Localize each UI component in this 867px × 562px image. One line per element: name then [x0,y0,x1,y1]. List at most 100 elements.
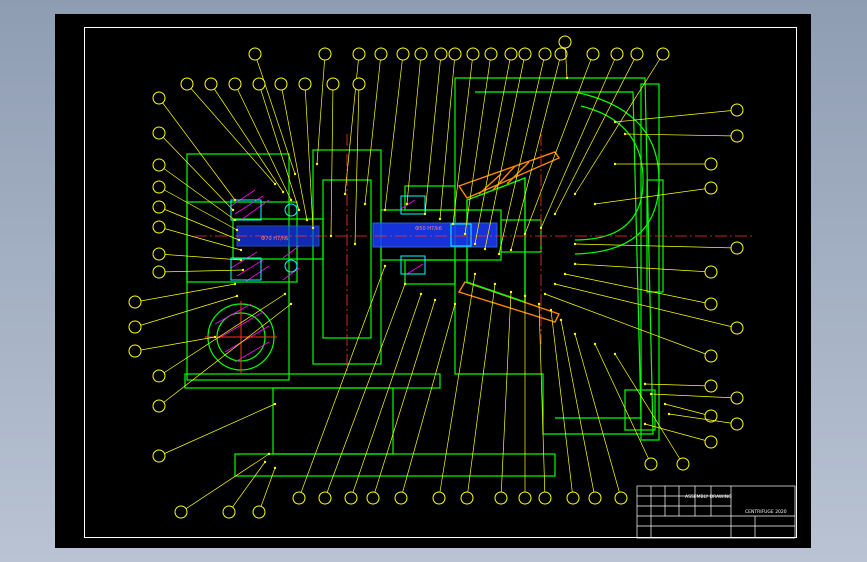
part-balloon [614,491,628,505]
leader-line [350,293,422,499]
part-balloon [554,47,568,61]
leader-line [500,291,512,499]
leader-line [344,53,360,195]
leader-line [158,303,292,407]
part-balloon [504,47,518,61]
leader-line [180,453,270,513]
leader-line [424,53,442,215]
leader-dot [643,422,647,426]
part-balloon [180,77,194,91]
part-balloon [704,181,718,195]
leader-dot [273,182,277,186]
part-balloon [228,77,242,91]
leader-dot [523,294,527,298]
leader-line [524,53,594,235]
part-balloon [730,321,744,335]
leader-line [560,319,596,499]
leader-dot [543,292,547,296]
part-balloon [298,77,312,91]
leader-line [668,413,738,425]
leader-line [564,273,712,305]
leader-dot [613,120,617,124]
leader-dot [649,392,653,396]
leader-dot [509,290,513,294]
leader-dot [523,232,527,236]
leader-dot [553,282,557,286]
part-balloon [174,505,188,519]
leader-line [372,299,436,499]
leader-dot [233,218,237,222]
part-balloon [152,449,166,463]
leader-line [158,206,240,241]
leader-dot [497,252,501,256]
leader-line [158,253,242,261]
leader-dot [273,402,277,406]
leader-dot [403,282,407,286]
leader-dot [573,242,577,246]
leader-dot [463,232,467,236]
leader-dot [559,318,563,322]
leader-dot [383,264,387,268]
leader-line [158,226,242,251]
part-balloon [704,379,718,393]
part-balloon [704,349,718,363]
part-balloon [292,491,306,505]
leader-line [554,283,738,329]
leader-dot [297,208,301,212]
leader-line [664,403,712,417]
drawing-viewport[interactable]: Ф70 H7/h6 Ф50 H7/k6 ASSEMBLY DRAWING CEN… [55,14,811,548]
centerlines [195,134,755,374]
leader-dot [329,234,333,238]
part-balloon [152,220,166,234]
part-balloon [704,435,718,449]
leader-dot [235,294,239,298]
leader-line [158,186,238,231]
part-balloon [414,47,428,61]
leader-line [228,461,266,513]
part-balloon [730,103,744,117]
part-balloon [352,77,366,91]
leader-dot [553,212,557,216]
leader-line [550,309,574,499]
part-balloon [558,35,572,49]
leader-line [316,53,326,165]
part-balloon [704,297,718,311]
leader-line [624,133,738,137]
part-balloon [586,47,600,61]
leader-dot [241,268,245,272]
leader-dot [213,335,217,339]
leader-line [324,283,406,499]
part-balloon [366,491,380,505]
leader-dot [239,248,243,252]
leader-dot [493,282,497,286]
cad-drawing[interactable]: Ф70 H7/h6 Ф50 H7/k6 ASSEMBLY DRAWING CEN… [55,14,811,548]
part-balloon [730,391,744,405]
leader-line [574,243,738,249]
part-balloon [394,491,408,505]
title-block [636,485,796,539]
leader-dot [473,272,477,276]
leader-dot [305,218,309,222]
leader-dot [363,202,367,206]
part-balloon [432,491,446,505]
leader-line [650,393,738,399]
leader-line [384,53,404,211]
leader-dot [573,262,577,266]
leader-line [644,423,712,443]
part-balloon [644,457,658,471]
leader-line [234,83,292,201]
leader-line [258,83,300,211]
part-balloon [484,47,498,61]
leader-dot [283,292,287,296]
leader-line [258,467,276,513]
leader-dot [613,352,617,356]
leader-line [484,53,526,250]
shaft-section [236,222,498,248]
leader-dot [423,212,427,216]
part-balloon [588,491,602,505]
leader-line [510,53,562,251]
part-balloon [152,200,166,214]
leader-dot [613,162,617,166]
leader-dot [667,412,671,416]
leader-line [210,83,284,193]
